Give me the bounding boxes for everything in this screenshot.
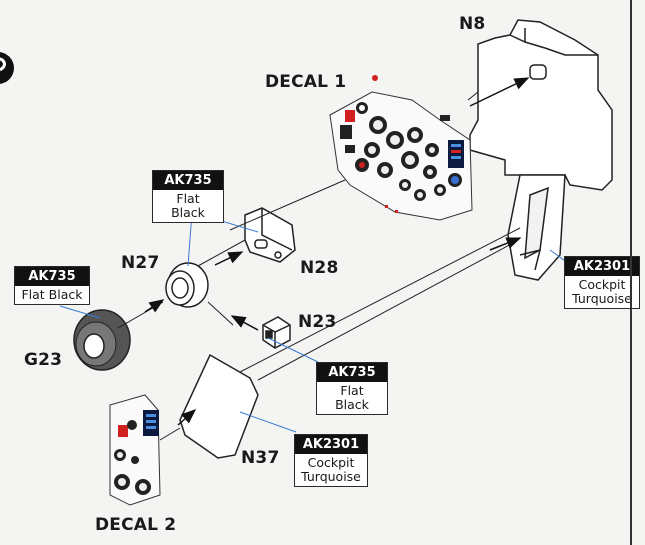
page-border	[630, 0, 632, 545]
paint-code: AK2301	[565, 257, 639, 276]
paint-callout-n23: AK735 Flat Black	[316, 362, 388, 415]
paint-callout-n28: AK735 Flat Black	[152, 170, 224, 223]
step-marker-icon	[0, 52, 14, 84]
part-n37	[179, 353, 259, 459]
label-n37: N37	[241, 448, 280, 468]
part-n28	[244, 207, 296, 263]
paint-name-line2: Turquoise	[301, 469, 361, 484]
label-decal-2: DECAL 2	[95, 515, 177, 535]
assembly-arrows	[144, 77, 530, 426]
part-n27	[165, 262, 209, 308]
label-n23: N23	[298, 312, 337, 332]
paint-name: Flat Black	[335, 383, 369, 412]
decal-1-instrument-panel	[329, 75, 473, 221]
label-g23: G23	[24, 350, 63, 370]
paint-code: AK735	[153, 171, 223, 190]
part-n23	[262, 316, 291, 349]
assembly-lines	[117, 91, 521, 441]
paint-name-line1: Cockpit	[578, 277, 626, 292]
label-decal-1: DECAL 1	[265, 72, 347, 92]
label-n28: N28	[300, 258, 339, 278]
paint-code: AK735	[317, 363, 387, 382]
paint-callout-n8-bracket: AK2301 Cockpit Turquoise	[564, 256, 640, 309]
decal-2-panel	[109, 394, 161, 506]
paint-name-line1: Cockpit	[307, 455, 355, 470]
label-n8: N8	[459, 14, 486, 34]
paint-name-line2: Turquoise	[572, 291, 632, 306]
part-n8-panel	[469, 19, 613, 191]
part-g23	[73, 309, 131, 371]
paint-callout-g23: AK735 Flat Black	[14, 266, 90, 305]
paint-code: AK735	[15, 267, 89, 286]
part-n8-bracket	[507, 174, 566, 281]
paint-code: AK2301	[295, 435, 367, 454]
label-n27: N27	[121, 253, 160, 273]
paint-name: Flat Black	[171, 191, 205, 220]
paint-callout-n37: AK2301 Cockpit Turquoise	[294, 434, 368, 487]
paint-name: Flat Black	[21, 287, 83, 302]
